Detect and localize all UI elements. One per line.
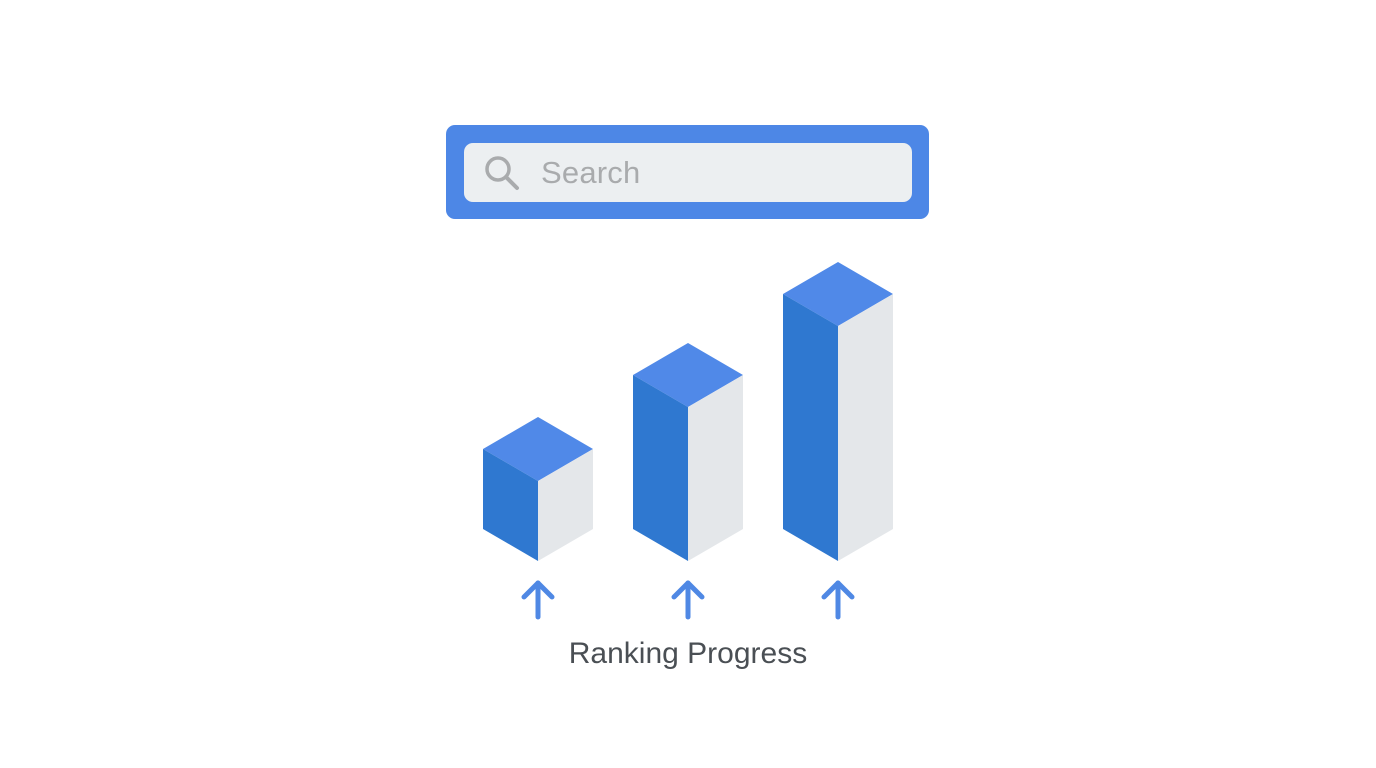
arrow-up-icon: [671, 580, 705, 620]
arrow-up-icon: [821, 580, 855, 620]
search-icon: [485, 156, 519, 190]
search-placeholder: Search: [541, 155, 641, 190]
search-bar-frame: Search: [446, 125, 929, 219]
bar-2-cube: [633, 343, 743, 561]
search-input[interactable]: Search: [464, 143, 912, 202]
arrow-up-icon: [521, 580, 555, 620]
chart-caption: Ranking Progress: [568, 637, 808, 670]
bar-1-cube: [483, 417, 593, 561]
bar-3-cube: [783, 262, 893, 561]
